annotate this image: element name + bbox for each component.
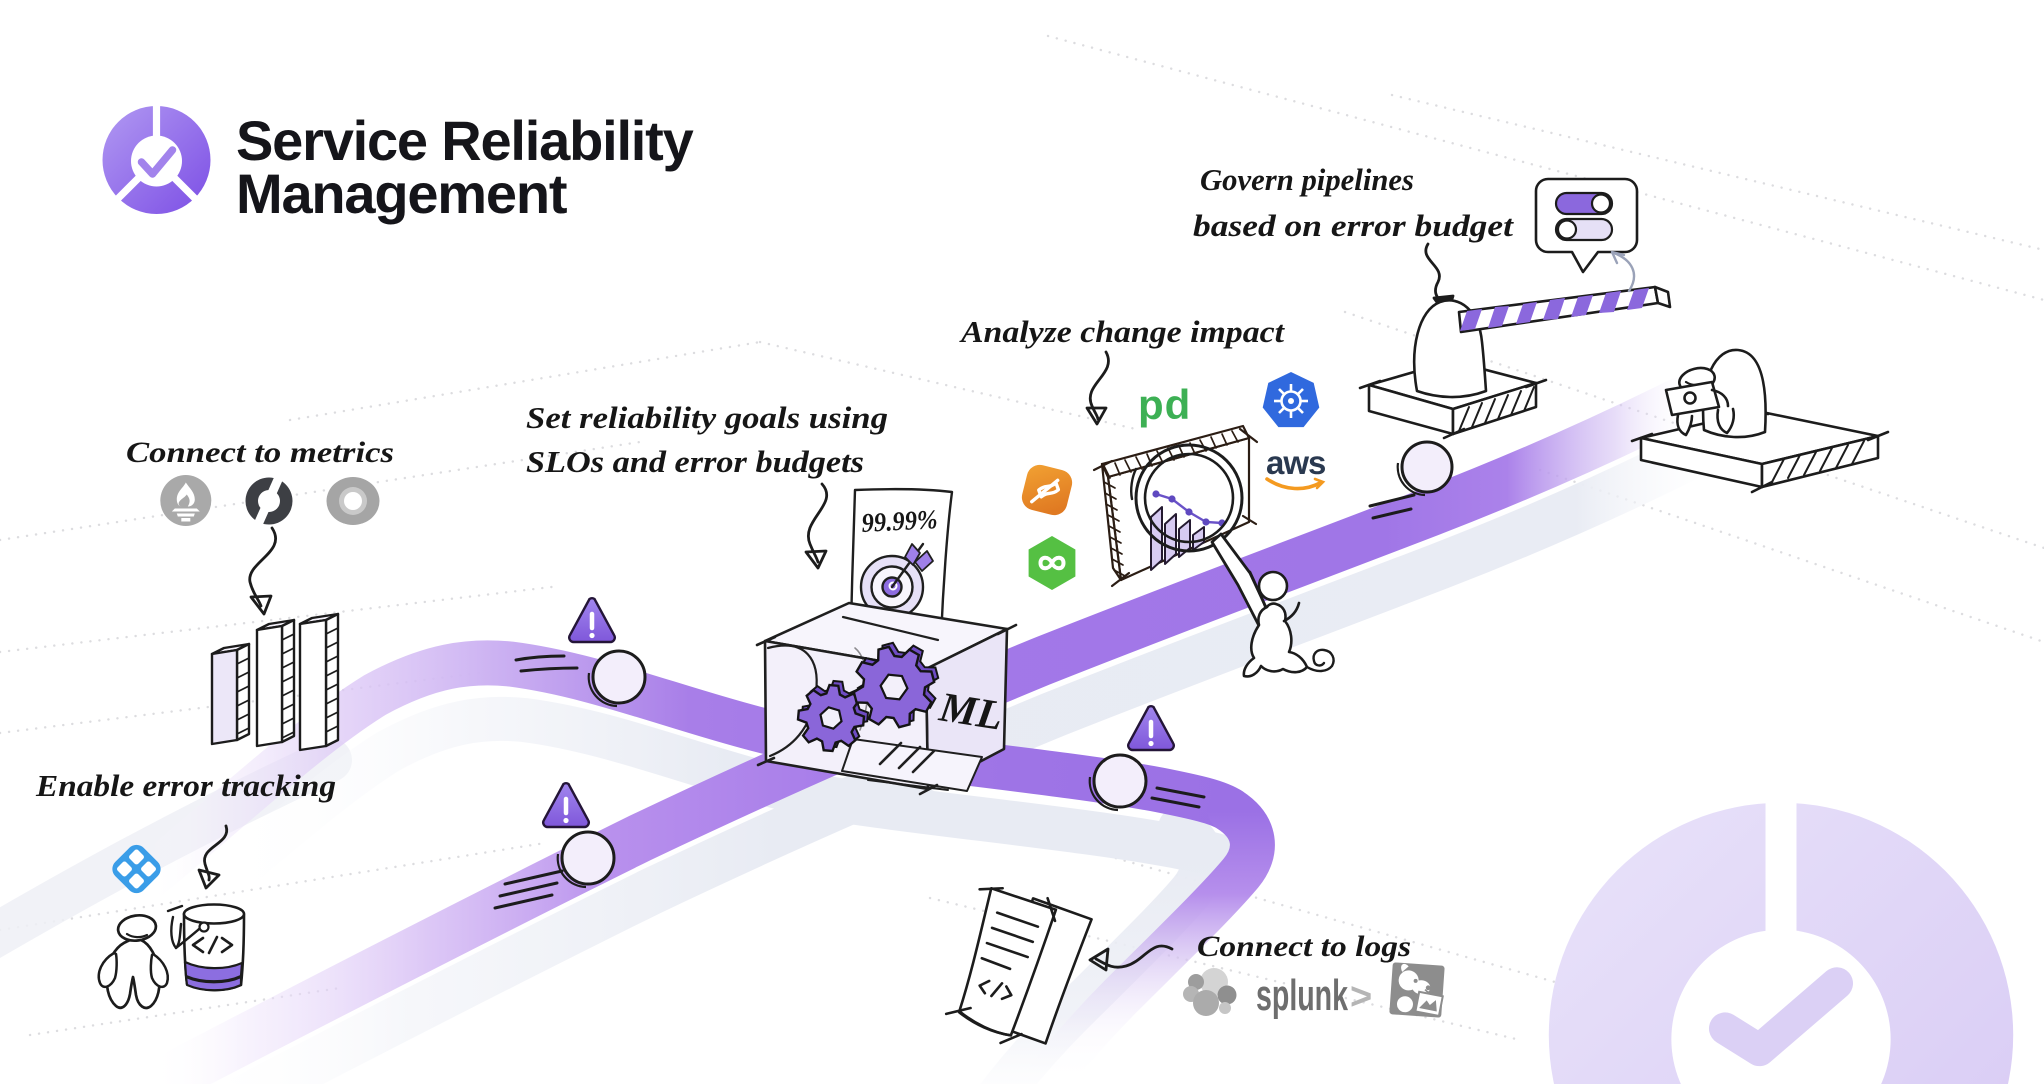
svg-text:Connect to logs: Connect to logs [1197, 930, 1411, 963]
svg-text:SLOs and error budgets: SLOs and error budgets [526, 444, 864, 479]
svg-text:splunk: splunk [1256, 971, 1348, 1020]
svg-text:Analyze change impact: Analyze change impact [959, 314, 1286, 349]
svg-text:Connect to metrics: Connect to metrics [126, 436, 394, 469]
svg-text:Govern pipelines: Govern pipelines [1200, 162, 1414, 197]
svg-text:>: > [1350, 976, 1372, 1018]
svg-text:ML: ML [935, 684, 1005, 739]
svg-text:Management: Management [236, 162, 567, 225]
svg-text:aws: aws [1266, 444, 1325, 481]
svg-text:Service Reliability: Service Reliability [236, 109, 694, 172]
svg-text:99.99%: 99.99% [861, 504, 938, 538]
svg-text:Enable error tracking: Enable error tracking [35, 768, 336, 803]
svg-text:pd: pd [1138, 381, 1191, 428]
svg-text:based on error budget: based on error budget [1193, 208, 1515, 243]
svg-text:Set reliability goals using: Set reliability goals using [526, 400, 888, 435]
